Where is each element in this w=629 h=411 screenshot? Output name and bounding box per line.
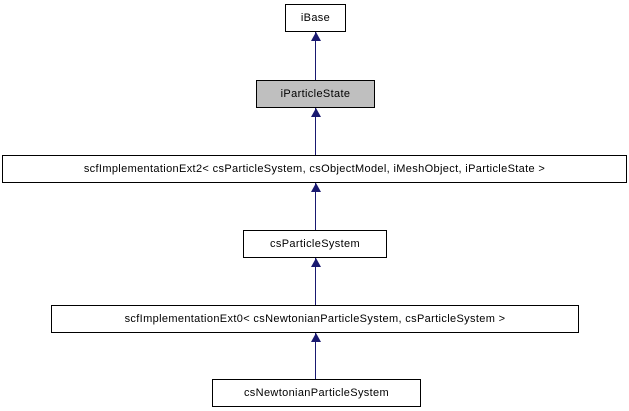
node-scfext2[interactable]: scfImplementationExt2< csParticleSystem,… bbox=[2, 155, 627, 183]
edge-csnewtonian-to-scfext0-arrowhead-icon bbox=[311, 333, 321, 342]
node-label-ibase: iBase bbox=[300, 11, 331, 24]
node-ibase[interactable]: iBase bbox=[285, 4, 346, 32]
node-label-iparticlestate: iParticleState bbox=[280, 87, 351, 100]
node-label-scfext0: scfImplementationExt0< csNewtonianPartic… bbox=[124, 312, 506, 325]
node-iparticlestate[interactable]: iParticleState bbox=[256, 80, 375, 108]
edge-csnewtonian-to-scfext0 bbox=[315, 333, 316, 379]
node-label-csnewtonianparticlesystem: csNewtonianParticleSystem bbox=[243, 386, 390, 399]
edge-iparticlestate-to-ibase-arrowhead-icon bbox=[311, 32, 321, 41]
node-label-csparticlesystem: csParticleSystem bbox=[270, 237, 360, 250]
edge-iparticlestate-to-ibase bbox=[315, 32, 316, 80]
edge-scfext2-to-iparticlestate-arrowhead-icon bbox=[311, 108, 321, 117]
edge-scfext0-to-csparticlesystem-arrowhead-icon bbox=[311, 258, 321, 267]
node-label-scfext2: scfImplementationExt2< csParticleSystem,… bbox=[83, 162, 546, 175]
node-scfext0[interactable]: scfImplementationExt0< csNewtonianPartic… bbox=[51, 305, 579, 333]
edge-scfext2-to-iparticlestate bbox=[315, 108, 316, 155]
edge-csparticlesystem-to-scfext2-arrowhead-icon bbox=[311, 183, 321, 192]
edge-csparticlesystem-to-scfext2 bbox=[315, 183, 316, 230]
node-csparticlesystem[interactable]: csParticleSystem bbox=[243, 230, 387, 258]
edge-scfext0-to-csparticlesystem bbox=[315, 258, 316, 305]
node-csnewtonianparticlesystem[interactable]: csNewtonianParticleSystem bbox=[212, 379, 421, 407]
